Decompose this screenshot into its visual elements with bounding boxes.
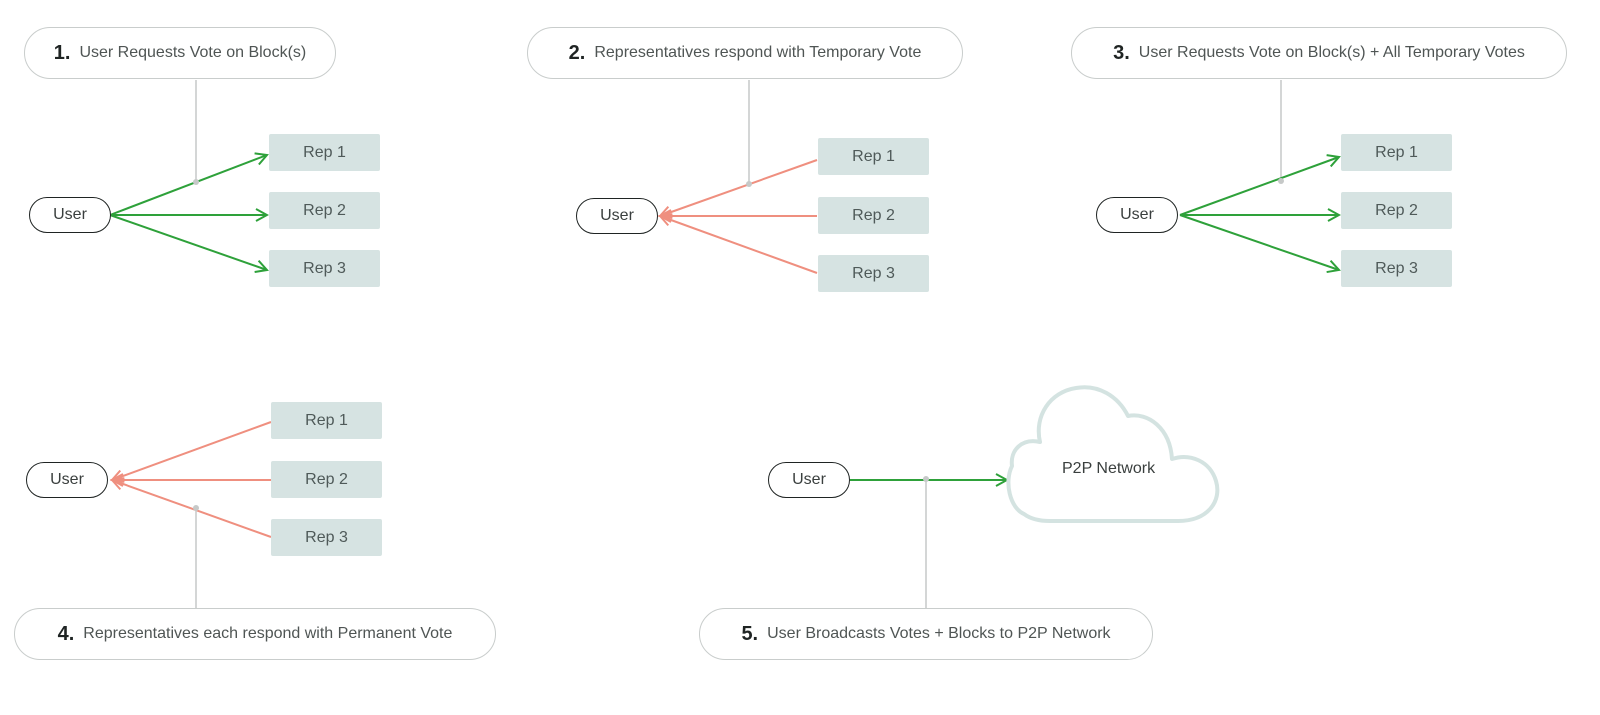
response-arrow-rep-3 bbox=[112, 480, 272, 538]
rep-1-box: Rep 1 bbox=[269, 134, 380, 171]
rep-3-box: Rep 3 bbox=[818, 255, 929, 292]
step-1-callout: 1. User Requests Vote on Block(s) bbox=[24, 27, 336, 79]
rep-2-box: Rep 2 bbox=[271, 461, 382, 498]
response-arrow-rep-1 bbox=[112, 421, 272, 480]
rep-3-box: Rep 3 bbox=[1341, 250, 1452, 287]
rep-2-box: Rep 2 bbox=[269, 192, 380, 229]
step-text: User Requests Vote on Block(s) + All Tem… bbox=[1138, 44, 1525, 61]
step-4-callout: 4. Representatives each respond with Per… bbox=[14, 608, 496, 660]
step-3-callout: 3. User Requests Vote on Block(s) + All … bbox=[1071, 27, 1567, 79]
step-number: 3. bbox=[1113, 41, 1130, 64]
user-node: User bbox=[29, 197, 111, 233]
p2p-network-cloud-icon bbox=[1006, 385, 1220, 523]
junction-dot bbox=[193, 179, 199, 185]
step-number: 5. bbox=[741, 622, 759, 645]
request-arrow-rep-1 bbox=[1179, 157, 1339, 216]
rep-3-box: Rep 3 bbox=[269, 250, 380, 287]
request-arrow-rep-3 bbox=[1179, 214, 1339, 270]
step-number: 4. bbox=[57, 622, 75, 645]
request-arrow-rep-1 bbox=[109, 155, 267, 216]
junction-dot bbox=[746, 181, 752, 187]
user-node: User bbox=[1096, 197, 1178, 233]
step-text: Representatives respond with Temporary V… bbox=[594, 44, 922, 61]
step-text: User Requests Vote on Block(s) bbox=[79, 44, 307, 61]
step-text: Representatives each respond with Perman… bbox=[83, 625, 453, 642]
step-5-callout: 5. User Broadcasts Votes + Blocks to P2P… bbox=[699, 608, 1153, 660]
user-node: User bbox=[768, 462, 850, 498]
junction-dot bbox=[923, 476, 929, 482]
rep-1-box: Rep 1 bbox=[818, 138, 929, 175]
step-number: 1. bbox=[53, 41, 71, 64]
user-node: User bbox=[26, 462, 108, 498]
request-arrow-rep-3 bbox=[109, 214, 267, 270]
rep-1-box: Rep 1 bbox=[271, 402, 382, 439]
response-arrow-rep-1 bbox=[660, 159, 818, 216]
step-text: User Broadcasts Votes + Blocks to P2P Ne… bbox=[767, 625, 1111, 642]
user-node: User bbox=[576, 198, 658, 234]
rep-2-box: Rep 2 bbox=[818, 197, 929, 234]
junction-dot bbox=[193, 505, 199, 511]
response-arrow-rep-3 bbox=[660, 216, 818, 274]
step-2-callout: 2. Representatives respond with Temporar… bbox=[527, 27, 963, 79]
p2p-network-label: P2P Network bbox=[1062, 460, 1156, 477]
rep-3-box: Rep 3 bbox=[271, 519, 382, 556]
junction-dot bbox=[1278, 178, 1284, 184]
rep-1-box: Rep 1 bbox=[1341, 134, 1452, 171]
rep-2-box: Rep 2 bbox=[1341, 192, 1452, 229]
step-number: 2. bbox=[568, 41, 586, 64]
